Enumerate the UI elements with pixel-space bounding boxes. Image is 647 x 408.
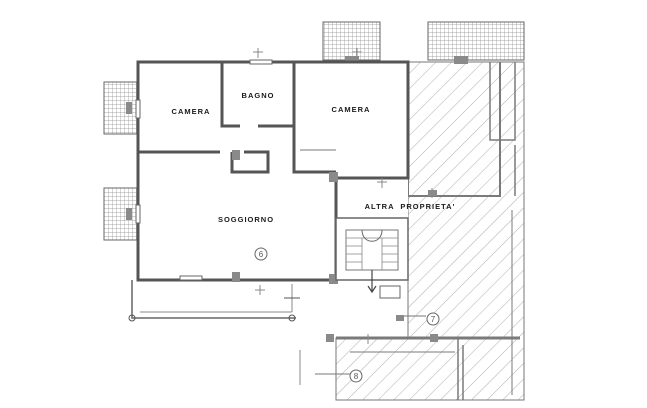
room-label-soggiorno: SOGGIORNO: [218, 215, 274, 224]
svg-text:6: 6: [259, 250, 264, 259]
staircase: [335, 217, 409, 299]
room-label-camera-left: CAMERA: [172, 107, 211, 116]
balcony-top-right: [427, 21, 525, 64]
balcony-top-center: [322, 21, 381, 64]
room-label-bagno: BAGNO: [242, 91, 275, 100]
room-label-altra-proprieta: ALTRA PROPRIETA': [365, 202, 456, 211]
balcony-left-bottom: [103, 187, 139, 241]
svg-text:7: 7: [431, 315, 436, 324]
marker-6-top: 6: [254, 247, 268, 261]
room-label-camera-right: CAMERA: [332, 105, 371, 114]
marker-8: 8: [349, 369, 363, 383]
balcony-left-top: [103, 81, 139, 135]
apartment-walls: [135, 59, 410, 284]
reference-ticks: [253, 48, 438, 385]
svg-text:8: 8: [354, 372, 359, 381]
terrace: [128, 280, 300, 322]
marker-7: 7: [426, 312, 440, 326]
